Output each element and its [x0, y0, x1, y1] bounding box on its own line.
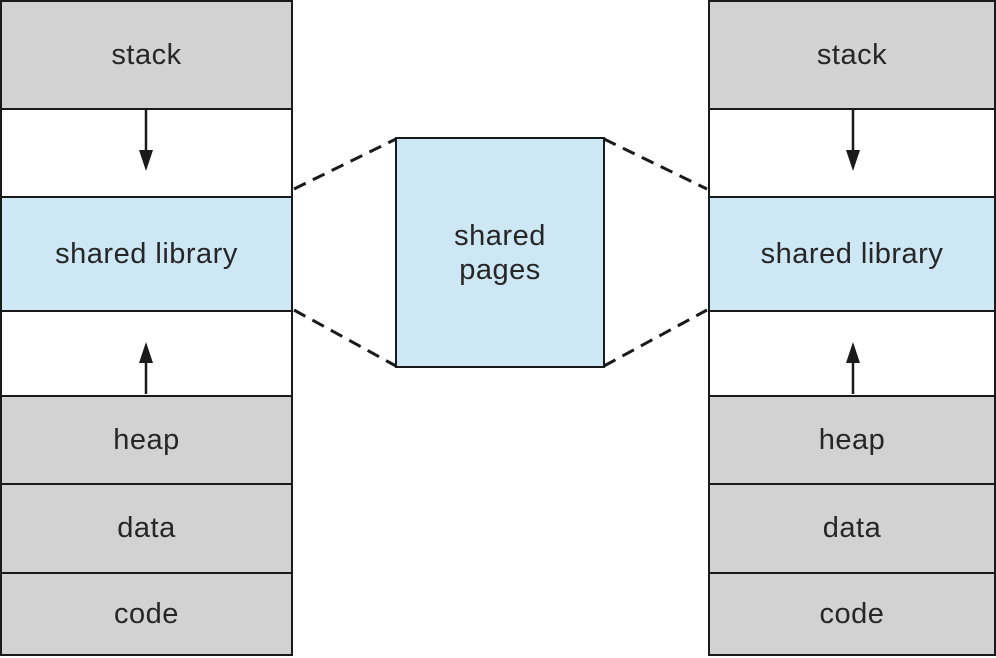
shared-pages-label-line2: pages — [459, 253, 541, 286]
segment-stack-label: stack — [816, 38, 888, 71]
dashed-connector-bottom-left — [293, 308, 397, 368]
segment-stack: stack — [2, 2, 291, 108]
dashed-connector-bottom-right — [603, 308, 708, 368]
segment-code-label: code — [819, 597, 885, 630]
dashed-connector-top-right — [603, 137, 708, 191]
segment-shared-library-label: shared library — [760, 237, 944, 270]
segment-data: data — [2, 483, 291, 572]
process-b-memory-column: stack shared library heap data code — [708, 0, 996, 656]
segment-stack-growth-gap — [2, 108, 291, 196]
segment-heap-label: heap — [818, 423, 886, 456]
shared-pages-box: shared pages — [395, 137, 605, 368]
segment-data-label: data — [117, 512, 176, 544]
dashed-connector-top-left — [293, 137, 397, 191]
segment-data-label: data — [822, 512, 882, 544]
segment-shared-library: shared library — [2, 196, 291, 310]
segment-data: data — [710, 483, 994, 572]
segment-stack: stack — [710, 2, 994, 108]
segment-stack-label: stack — [111, 38, 182, 71]
segment-heap-label: heap — [113, 423, 180, 456]
segment-heap: heap — [710, 395, 994, 483]
process-a-memory-column: stack shared library heap data code — [0, 0, 293, 656]
segment-code: code — [2, 572, 291, 654]
segment-stack-growth-gap — [710, 108, 994, 196]
segment-code-label: code — [114, 597, 179, 630]
segment-heap: heap — [2, 395, 291, 483]
segment-heap-growth-gap — [2, 310, 291, 395]
segment-code: code — [710, 572, 994, 654]
segment-shared-library: shared library — [710, 196, 994, 310]
segment-heap-growth-gap — [710, 310, 994, 395]
shared-pages-label-line1: shared — [454, 219, 546, 252]
segment-shared-library-label: shared library — [55, 237, 238, 270]
